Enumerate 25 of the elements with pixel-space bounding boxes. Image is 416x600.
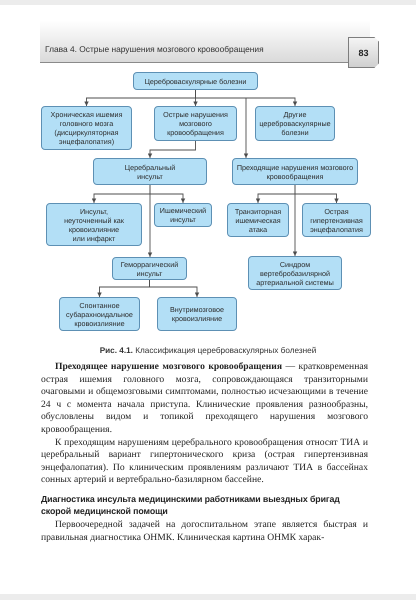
category-box	[302, 203, 371, 237]
figure-caption: Рис. 4.1. Классификация цереброваскулярных болезней	[100, 346, 316, 355]
running-header: Глава 4. Острые нарушения мозгового кровообращения	[45, 44, 264, 54]
category-box	[154, 106, 237, 141]
category-box	[112, 257, 187, 280]
page-number: 83	[348, 37, 379, 68]
arrow	[149, 280, 200, 298]
body-paragraph: Первоочередной задачей на догоспитальном этапе является быстрая и правильная диагностика ОНМК. Клиническая картина ОНМК харак-	[41, 518, 368, 544]
category-box	[248, 256, 342, 290]
arrow	[292, 184, 298, 256]
category-box	[232, 158, 358, 185]
arrow	[148, 184, 152, 258]
category-box	[46, 203, 142, 246]
category-box	[157, 297, 237, 331]
category-box	[41, 106, 132, 150]
body-paragraph: Преходящее нарушение мозгового кровообращения — кратковременная острая ишемия головного мозга, сопровождающаяся транзиторными очаговыми и общемозговыми симптомами, полностью исчезающими в течение 24 ч с момента начала приступа. Клинические проявления разнообразны, обусловлены видом и топикой преходящего нарушения мозгового кровообращения.	[41, 361, 368, 437]
body-paragraph: К преходящим нарушениям церебрального кровообращения относят ТИА и церебральный вариант гипертонического криза (острая гипертензивная энцефалопатия). По клиническим проявлениям различают ТИА в бассейнах сонных артерий и вертебрально-базилярном бассейне.	[41, 436, 368, 487]
arrow	[195, 90, 248, 158]
category-box	[154, 203, 212, 227]
section-heading: Диагностика инсульта медицинскими работниками выездных бригад скорой медицинской помощи	[41, 492, 341, 517]
category-box	[59, 297, 140, 331]
category-box	[93, 158, 207, 185]
category-box	[227, 203, 289, 237]
category-box	[133, 72, 258, 90]
arrow	[148, 140, 196, 158]
